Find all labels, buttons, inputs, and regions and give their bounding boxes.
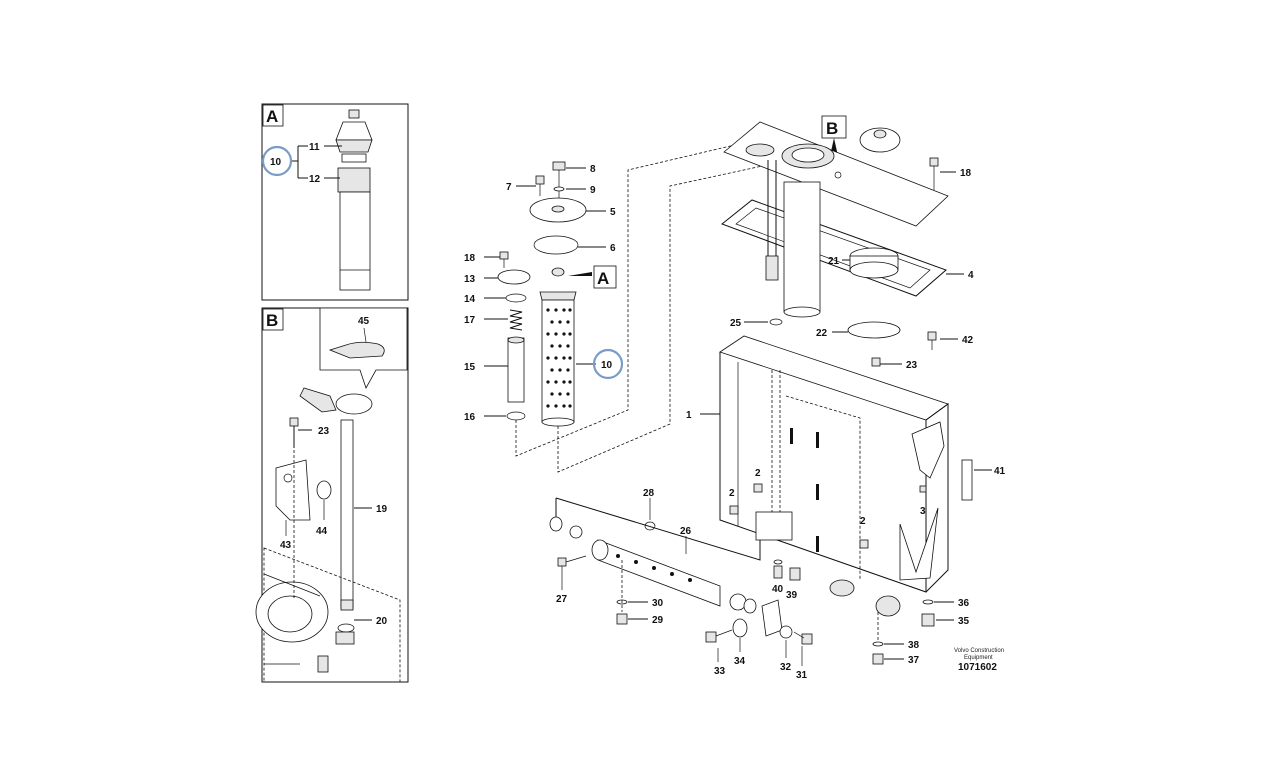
tank-top-plate-drawing <box>255 547 401 683</box>
callout-17: 17 <box>464 315 476 326</box>
callout-30: 30 <box>652 598 664 609</box>
callout-2-a: 2 <box>755 468 761 479</box>
callout-35: 35 <box>958 616 970 627</box>
callout-22: 22 <box>816 328 828 339</box>
callout-36: 36 <box>958 598 970 609</box>
callout-13: 13 <box>464 274 476 285</box>
callout-18-filter: 18 <box>464 253 476 264</box>
callout-21: 21 <box>828 256 840 267</box>
callout-42: 42 <box>962 335 974 346</box>
callout-44: 44 <box>316 526 328 537</box>
callout-10-a: 10 <box>270 157 282 168</box>
callout-43: 43 <box>280 540 292 551</box>
callout-15: 15 <box>464 362 476 373</box>
callout-39: 39 <box>786 590 798 601</box>
detail-b-label: B <box>266 311 278 330</box>
callout-34: 34 <box>734 656 746 667</box>
callout-37: 37 <box>908 655 920 666</box>
callout-38: 38 <box>908 640 920 651</box>
callout-20: 20 <box>376 616 388 627</box>
detail-box-b: B 45 23 44 43 19 20 <box>255 307 409 683</box>
tank-cover-drawing: B 18 4 21 22 23 <box>720 115 974 371</box>
brand-line-2: Equipment <box>964 655 993 661</box>
callout-2-b: 2 <box>729 488 735 499</box>
callout-11: 11 <box>309 142 320 153</box>
callout-8: 8 <box>590 164 596 175</box>
detail-box-a: A 11 12 10 <box>261 103 409 301</box>
highlight-circle-a <box>261 145 293 177</box>
strainer-holes <box>546 308 572 408</box>
return-manifold-drawing: 28 26 27 30 29 33 34 32 31 <box>549 488 970 681</box>
highlight-circle-main <box>592 348 624 380</box>
level-sensor-drawing <box>299 387 373 645</box>
callout-28: 28 <box>643 488 655 499</box>
callout-7: 7 <box>506 182 512 193</box>
callout-25: 25 <box>730 318 742 329</box>
brand-line-1: Volvo Construction <box>954 648 1004 654</box>
callout-23: 23 <box>906 360 918 371</box>
filter-assembly: 8 7 9 5 6 A <box>464 139 791 473</box>
callout-1: 1 <box>686 410 692 421</box>
callout-40: 40 <box>772 584 784 595</box>
callout-41: 41 <box>994 466 1006 477</box>
drawing-info: Volvo Construction Equipment 1071602 <box>954 648 1004 673</box>
detail-a-marker: A <box>597 269 609 288</box>
callout-18: 18 <box>960 168 972 179</box>
callout-5: 5 <box>610 207 616 218</box>
callout-6: 6 <box>610 243 616 254</box>
callout-9: 9 <box>590 185 596 196</box>
callout-31: 31 <box>796 670 808 681</box>
detail-a-label: A <box>266 107 278 126</box>
callout-19: 19 <box>376 504 388 515</box>
callout-27: 27 <box>556 594 568 605</box>
callout-16: 16 <box>464 412 476 423</box>
callout-45: 45 <box>358 316 370 327</box>
hydraulic-tank-body: 1 2 2 2 3 41 <box>686 335 1006 617</box>
callout-14: 14 <box>464 294 476 305</box>
callout-23-b: 23 <box>318 426 330 437</box>
callout-4: 4 <box>968 270 974 281</box>
callout-2-c: 2 <box>860 516 866 527</box>
callout-32: 32 <box>780 662 792 673</box>
callout-3: 3 <box>920 506 926 517</box>
callout-33: 33 <box>714 666 726 677</box>
callout-29: 29 <box>652 615 664 626</box>
drawing-number: 1071602 <box>958 662 997 673</box>
callout-10: 10 <box>601 360 613 371</box>
callout-12: 12 <box>309 174 321 185</box>
callout-26: 26 <box>680 526 692 537</box>
detail-b-marker: B <box>826 119 838 138</box>
filter-valve-drawing <box>335 109 373 291</box>
